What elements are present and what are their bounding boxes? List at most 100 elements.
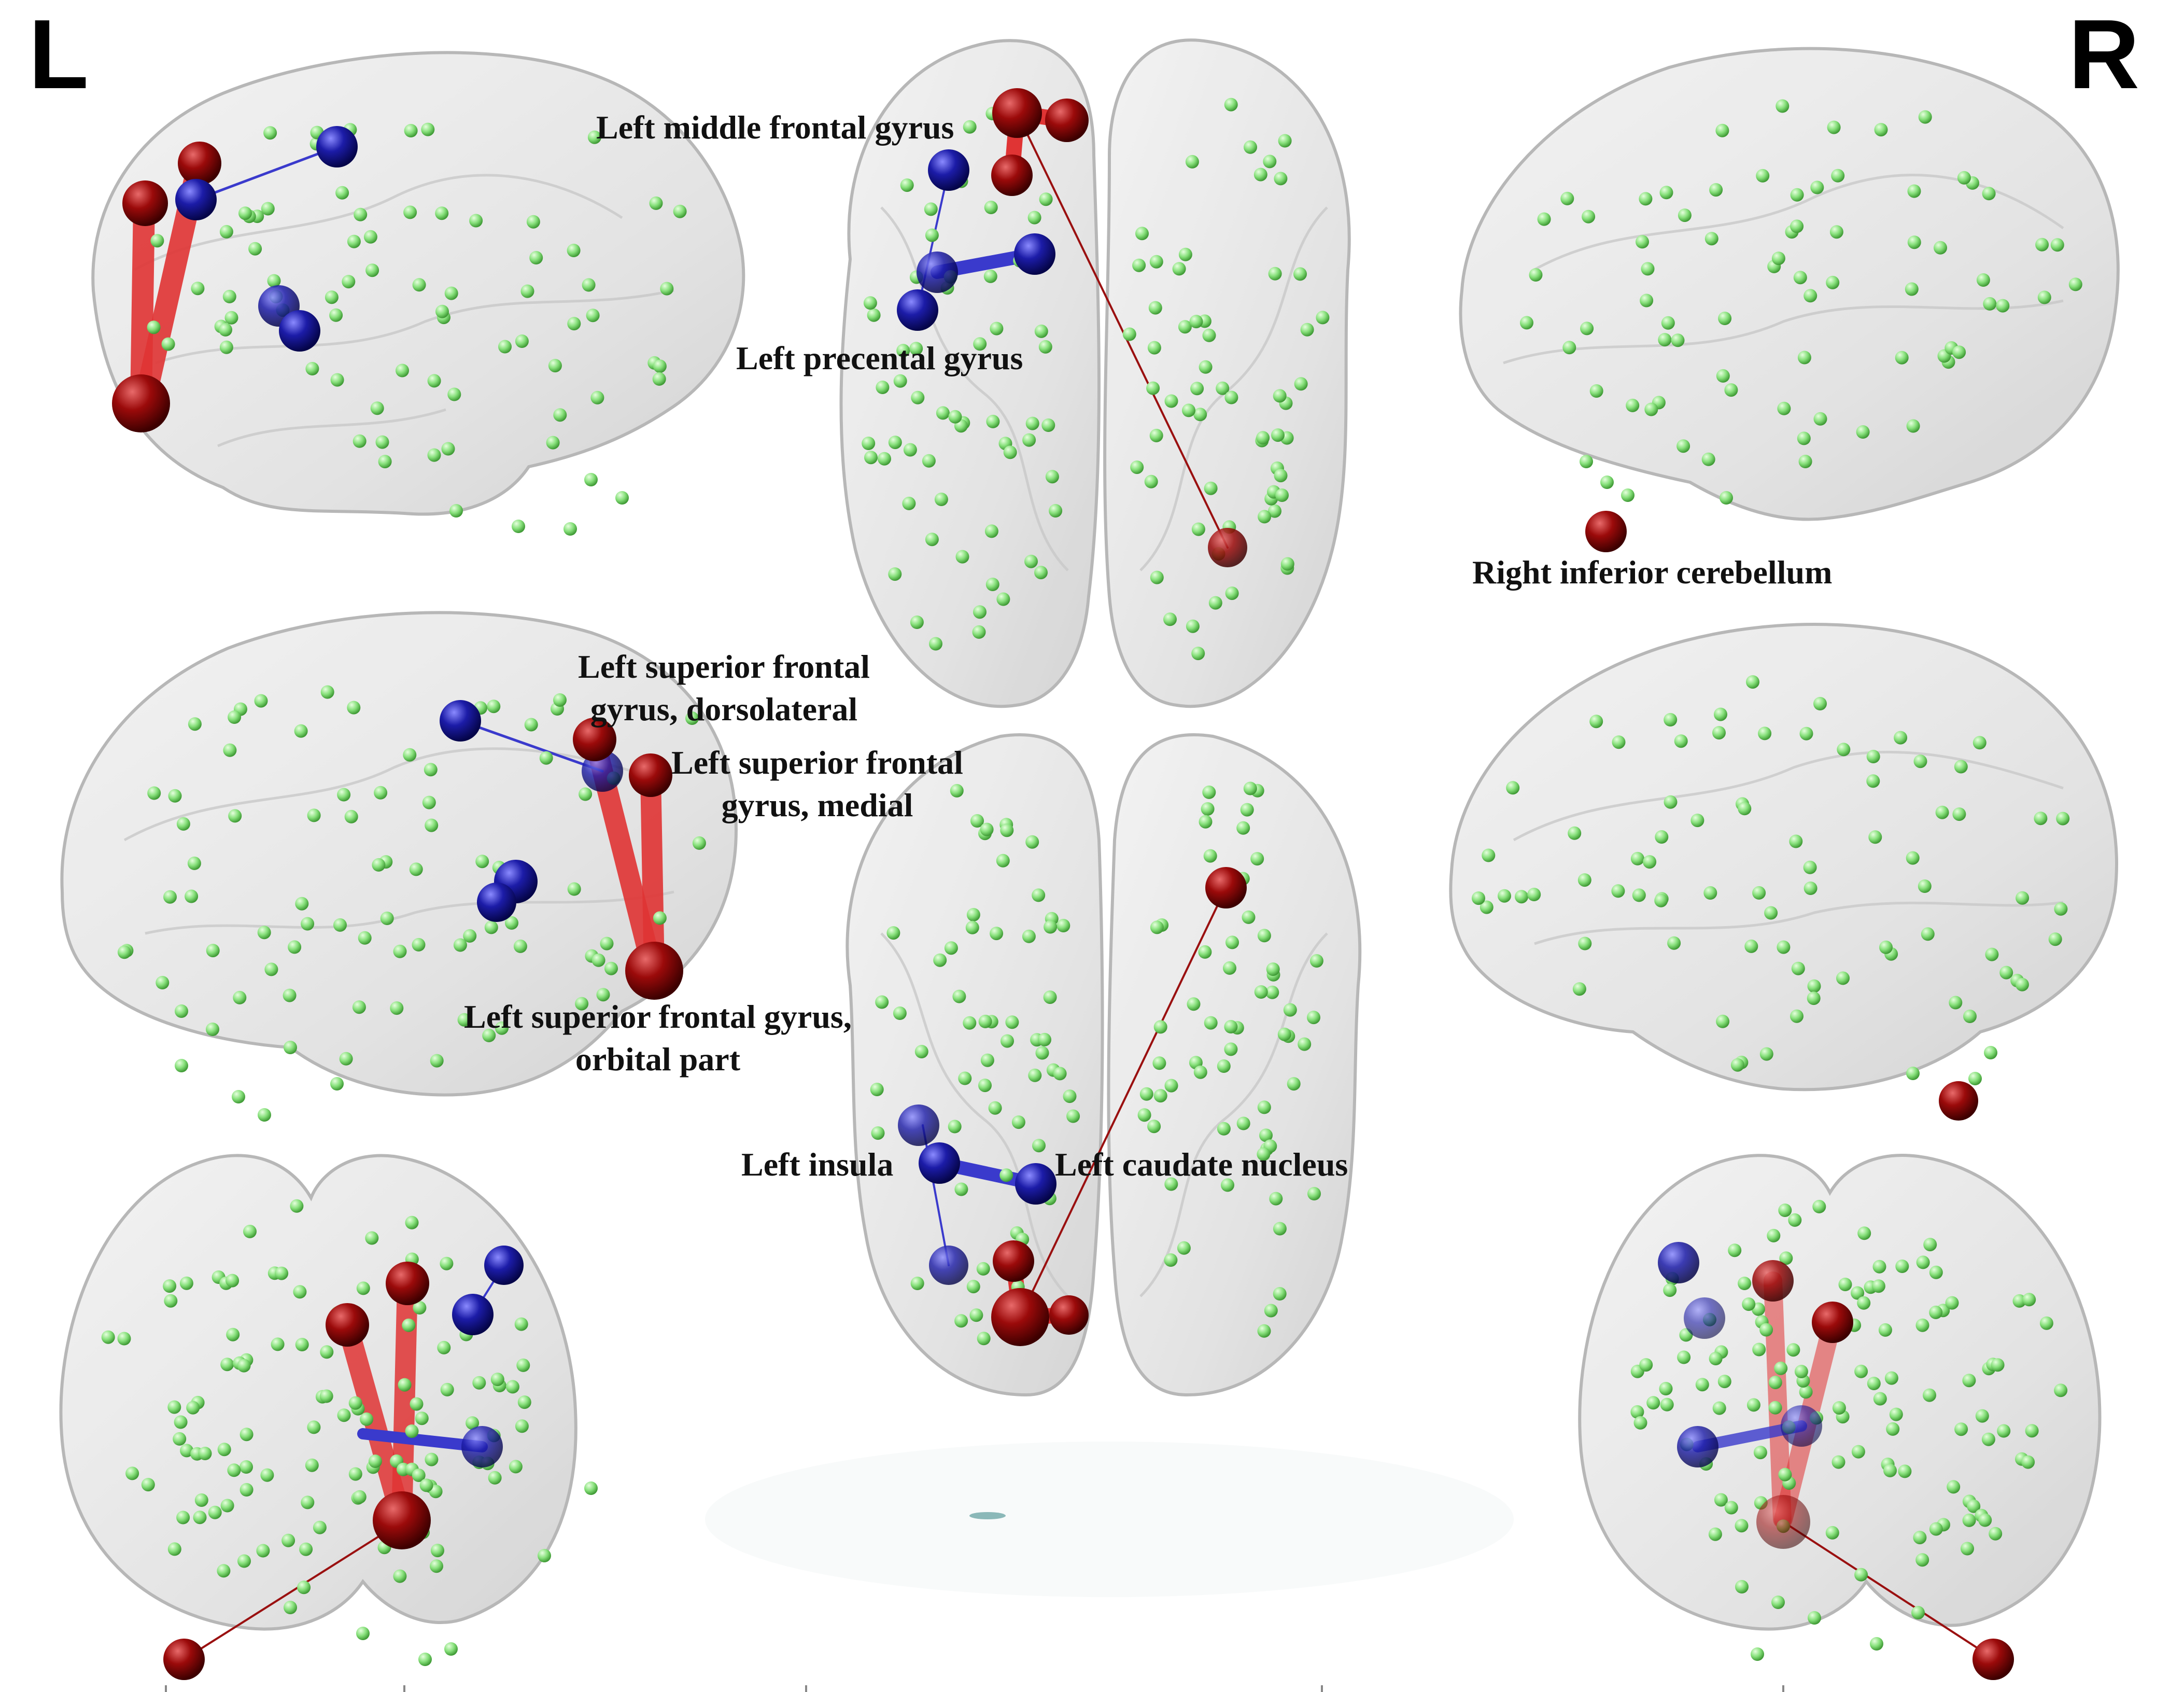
node-green [421, 122, 435, 136]
node-green [469, 214, 483, 228]
node-green [1954, 1422, 1968, 1436]
node-green [1813, 697, 1827, 710]
node-green [1182, 403, 1195, 417]
node-green [186, 1401, 200, 1415]
node-green [313, 1520, 327, 1534]
node-green [1756, 169, 1770, 183]
node-green [1777, 940, 1791, 954]
node-green [1633, 1416, 1647, 1430]
node-green [1771, 251, 1785, 265]
node-green [1027, 211, 1041, 225]
node-green [1132, 258, 1146, 272]
node-green [1626, 398, 1640, 412]
node-green [1646, 1396, 1660, 1410]
node-green [1854, 1364, 1868, 1378]
node-green [1216, 381, 1230, 395]
node-green [1799, 1385, 1813, 1399]
node-green [444, 1642, 458, 1656]
node-green [176, 817, 190, 831]
brain-axial-bottom-left [846, 733, 1104, 1397]
node-green [453, 938, 467, 952]
node-green [1201, 802, 1215, 816]
node-green [206, 944, 220, 958]
node-green [402, 1318, 416, 1332]
node-green [876, 381, 890, 394]
node-green [1236, 821, 1250, 835]
node-green [1708, 1527, 1722, 1541]
node-green [1825, 1526, 1839, 1540]
node-green [1915, 1318, 1929, 1332]
node-green [1851, 1286, 1865, 1300]
node-green [888, 567, 902, 581]
node-green [1776, 99, 1790, 113]
node-blue [919, 1142, 960, 1184]
node-green [1032, 1139, 1046, 1153]
node-green [1735, 1519, 1749, 1533]
node-green [1996, 299, 2010, 313]
node-green [1178, 320, 1192, 334]
node-green [1242, 910, 1256, 924]
node-green [237, 1554, 251, 1568]
node-blue [440, 700, 481, 742]
node-green [1894, 731, 1908, 745]
node-green [924, 202, 938, 216]
node-green [1577, 873, 1591, 887]
node-green [1929, 1265, 1943, 1279]
node-green [922, 454, 936, 468]
node-green [174, 1415, 188, 1429]
node-green [1764, 906, 1778, 920]
node-green [1857, 1296, 1871, 1310]
node-blue [452, 1294, 494, 1335]
node-green [228, 710, 242, 724]
node-green [329, 308, 343, 322]
node-green [163, 1279, 177, 1293]
node-green [194, 1493, 208, 1507]
node-green [305, 362, 319, 375]
node-green [260, 1468, 274, 1482]
node-green [893, 1006, 907, 1020]
node-green [1056, 919, 1070, 932]
node-green [1874, 123, 1888, 137]
node-green [1999, 966, 2013, 980]
node-green [1786, 1343, 1800, 1357]
node-green [307, 1420, 321, 1434]
node-green [147, 320, 161, 334]
node-green [1774, 1361, 1788, 1375]
node-green [948, 410, 962, 424]
node-green [1984, 1046, 1997, 1059]
node-green [1997, 1424, 2011, 1438]
node-green [1889, 1407, 1903, 1421]
node-green [1189, 315, 1203, 329]
node-green [2022, 1293, 2036, 1307]
node-green [1962, 1513, 1976, 1527]
node-green [1981, 1432, 1995, 1446]
node-green [584, 473, 598, 486]
node-blue [316, 126, 358, 167]
node-green [1989, 1527, 2003, 1541]
node-green [1868, 830, 1882, 844]
node-green [653, 359, 667, 373]
node-green [1621, 488, 1635, 502]
node-green [398, 1378, 412, 1392]
node-green [1273, 389, 1287, 403]
node-green [1967, 1499, 1981, 1513]
node-green [228, 809, 242, 823]
node-green [567, 244, 581, 257]
node-green [1199, 815, 1213, 829]
node-green [1562, 341, 1576, 355]
node-green [1790, 1009, 1803, 1023]
node-green [1293, 267, 1307, 281]
node-green [1712, 726, 1726, 740]
node-green [1147, 1120, 1161, 1134]
node-green [1135, 227, 1149, 241]
label-line: gyrus, medial [721, 787, 913, 823]
node-green [168, 789, 182, 803]
node-green [863, 296, 877, 310]
node-green [222, 289, 236, 303]
node-green [1779, 1251, 1793, 1265]
node-green [1264, 1304, 1278, 1318]
node-green [1976, 273, 1990, 287]
node-green [1225, 935, 1239, 949]
node-green [370, 401, 384, 415]
node-green [1275, 488, 1289, 502]
